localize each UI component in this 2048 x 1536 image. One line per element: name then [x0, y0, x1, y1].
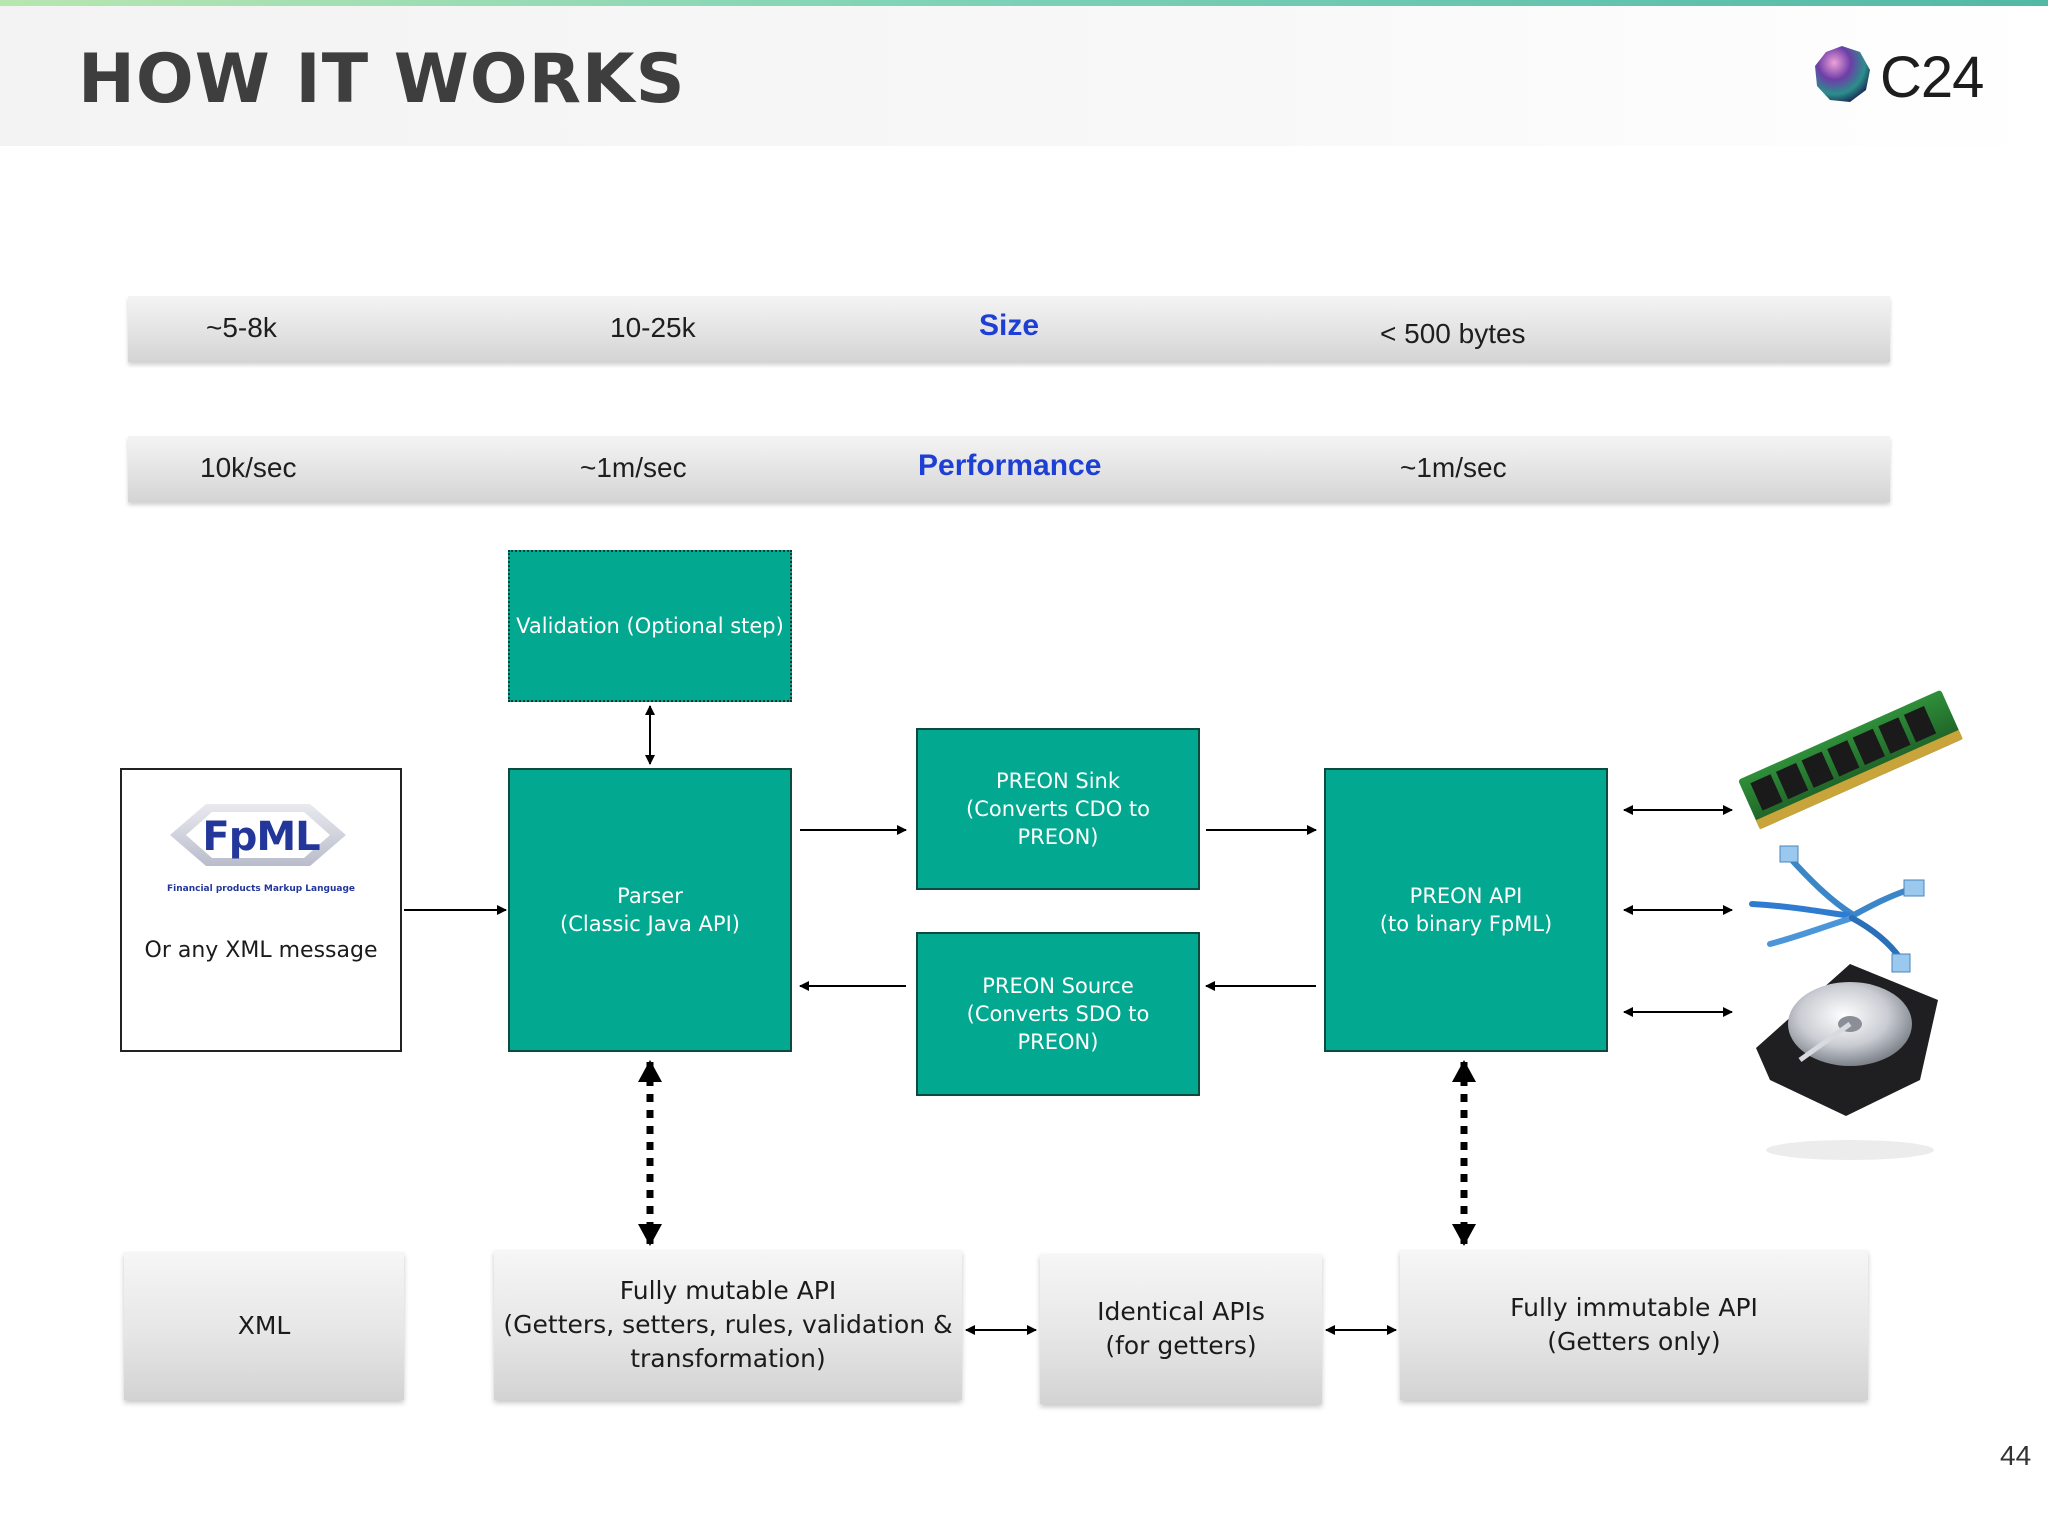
- xml-box: XML: [124, 1252, 404, 1400]
- size-value-parser: 10-25k: [610, 312, 696, 343]
- identical-apis-box: Identical APIs (for getters): [1040, 1254, 1322, 1404]
- fpml-logo-icon: [170, 804, 346, 866]
- top-accent-line: [0, 0, 2048, 6]
- preon-source-box: PREON Source (Converts SDO to PREON): [916, 932, 1200, 1096]
- network-cables-icon: [1749, 845, 1925, 973]
- fpml-logo-subtitle: Financial products Markup Language: [167, 884, 355, 894]
- size-bar: ~5-8k 10-25k Size < 500 bytes: [128, 296, 1890, 362]
- preon-sink-box: PREON Sink (Converts CDO to PREON): [916, 728, 1200, 890]
- performance-bar: 10k/sec ~1m/sec Performance ~1m/sec: [128, 436, 1890, 502]
- size-value-preon: < 500 bytes: [1380, 318, 1526, 349]
- preon-api-box: PREON API (to binary FpML): [1324, 768, 1608, 1052]
- hard-drive-icon: [1756, 964, 1938, 1160]
- logo-text: C24: [1880, 45, 1984, 110]
- fpml-logo-text: FpML: [202, 814, 320, 860]
- source-caption: Or any XML message: [144, 938, 378, 963]
- parser-box: Parser (Classic Java API): [508, 768, 792, 1052]
- performance-value-xml: 10k/sec: [200, 452, 297, 483]
- size-value-xml: ~5-8k: [206, 312, 277, 343]
- mutable-api-box: Fully mutable API (Getters, setters, rul…: [494, 1250, 962, 1400]
- fpml-source-box: FpML Financial products Markup Language …: [120, 768, 402, 1052]
- size-label: Size: [979, 309, 1040, 342]
- memory-module-icon: [1738, 690, 1963, 830]
- header-band: [0, 6, 2048, 146]
- slide-title: HOW IT WORKS: [78, 40, 686, 119]
- c24-logo-icon: [1815, 46, 1870, 102]
- performance-value-parser: ~1m/sec: [580, 452, 687, 483]
- validation-box: Validation (Optional step): [508, 550, 792, 702]
- page-number: 44: [2000, 1440, 2032, 1471]
- performance-label: Performance: [918, 449, 1102, 482]
- immutable-api-box: Fully immutable API (Getters only): [1400, 1250, 1868, 1400]
- performance-value-preon: ~1m/sec: [1400, 452, 1507, 483]
